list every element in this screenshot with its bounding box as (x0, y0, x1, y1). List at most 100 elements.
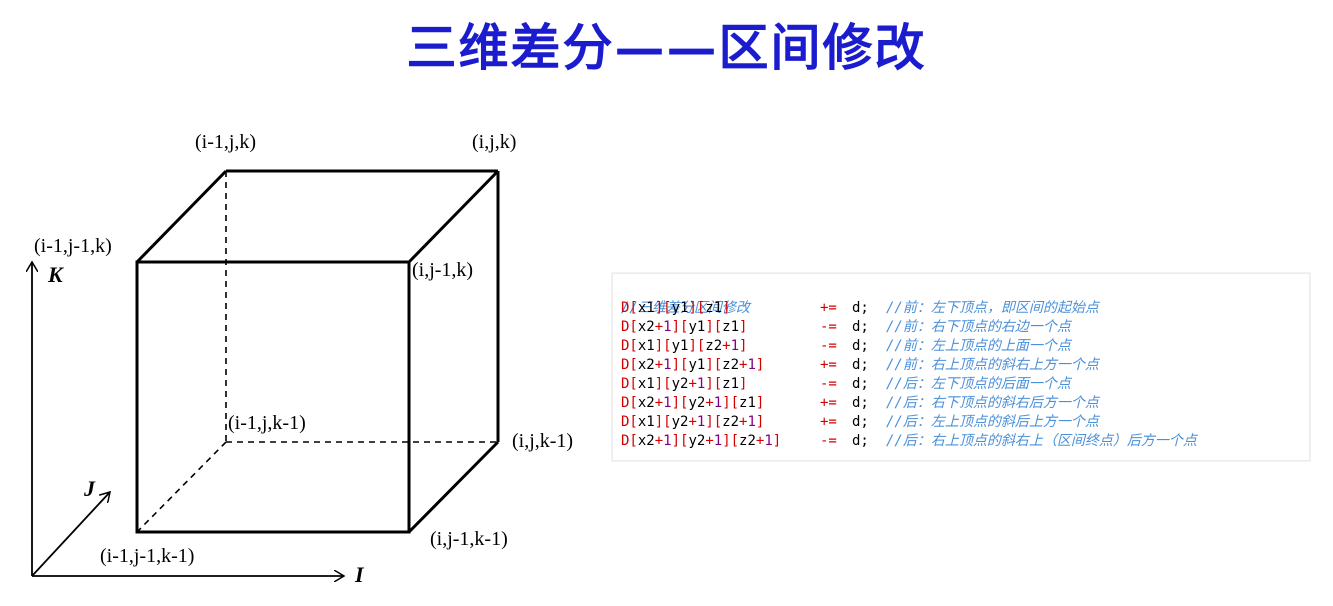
code-plus: + (654, 319, 664, 335)
code-index: y1 (688, 319, 706, 335)
code-comment: //后：左上顶点的斜后上方一个点 (886, 414, 1099, 430)
code-one: 1 (663, 433, 672, 449)
code-bracket: D[ (621, 338, 638, 354)
code-expression: D[x1][y1][z1] (621, 299, 731, 318)
code-operator: -= (820, 338, 837, 354)
code-index: x1 (637, 300, 655, 316)
vertex-label-bottom-front-right: (i,j-1,k-1) (430, 528, 508, 550)
code-bracket: ] (722, 300, 731, 316)
code-comment: //后：右下顶点的斜右后方一个点 (886, 395, 1099, 411)
code-delta: d; (852, 433, 869, 449)
code-plus: + (722, 338, 731, 354)
code-operator: -= (820, 433, 837, 449)
code-bracket: D[ (621, 357, 638, 373)
code-one: 1 (713, 395, 723, 411)
code-plus: + (739, 414, 748, 430)
code-one: 1 (663, 357, 672, 373)
code-plus: + (705, 433, 714, 449)
code-index: z1 (705, 300, 723, 316)
code-comment: //前：左上顶点的上面一个点 (886, 338, 1071, 354)
code-bracket: ][ (654, 300, 672, 316)
code-index: x2 (637, 319, 655, 335)
code-line: D[x2+1][y1][z2+1] += d; //前：右上顶点的斜右上方一个点 (613, 356, 1309, 375)
code-bracket: ][ (671, 433, 689, 449)
code-line: D[x2+1][y2+1][z2+1]-=d;//后：右上顶点的斜右上（区间终点… (613, 432, 1309, 451)
code-operator: -= (820, 376, 837, 392)
code-bracket: ][ (705, 376, 723, 392)
code-plus: + (705, 395, 714, 411)
cube-visible-edges (135, 169, 500, 534)
code-index: y2 (671, 376, 689, 392)
code-bracket: ] (755, 395, 765, 411)
code-line: D[x1][y1][z1] += d; //前：左下顶点，即区间的起始点 (613, 299, 1309, 318)
code-index: z2 (705, 338, 723, 354)
code-expression: D[x1][y2+1][z1] (621, 375, 747, 394)
code-one: 1 (747, 414, 756, 430)
code-delta: d; (852, 300, 869, 316)
code-bracket: ] (739, 338, 748, 354)
code-comment: //后：右上顶点的斜右上（区间终点）后方一个点 (886, 433, 1197, 449)
code-expression: D[x1][y2+1][z2+1] (621, 413, 764, 432)
code-bracket: D[ (621, 395, 638, 411)
k-axis-label: K (48, 262, 63, 287)
code-bracket: D[ (621, 300, 638, 316)
code-one: 1 (663, 395, 672, 411)
code-index: z2 (722, 414, 740, 430)
code-expression: D[x1][y1][z2+1] (621, 337, 747, 356)
code-delta: d; (852, 357, 869, 373)
code-expression: D[x2+1][y1][z1] (621, 318, 747, 337)
code-comment: //前：右上顶点的斜右上方一个点 (886, 357, 1099, 373)
vertex-label-top-front-right: (i,j-1,k) (412, 259, 474, 281)
code-line: D[x1][y2+1][z2+1]+=d;//后：左上顶点的斜后上方一个点 (613, 413, 1309, 432)
code-plus: + (654, 395, 664, 411)
code-bracket: ] (772, 433, 782, 449)
code-plus: + (654, 357, 664, 373)
code-operator: += (820, 395, 837, 411)
code-one: 1 (696, 376, 706, 392)
code-plus: + (688, 414, 697, 430)
code-plus: + (755, 433, 765, 449)
code-plus: + (739, 357, 748, 373)
code-bracket: ] (739, 319, 748, 335)
code-bracket: ][ (671, 357, 689, 373)
code-header-comment: //三维差分区间修改 (621, 300, 750, 316)
code-operator: += (820, 300, 837, 316)
code-index: x2 (637, 357, 655, 373)
code-index: z2 (722, 357, 740, 373)
code-comment: //前：左下顶点，即区间的起始点 (886, 300, 1099, 316)
code-expression: D[x2+1][y1][z2+1] (621, 356, 764, 375)
code-header-line: //三维差分区间修改 (613, 280, 1309, 316)
j-axis-label: J (84, 476, 95, 501)
code-index: x2 (637, 433, 655, 449)
code-index: y2 (671, 414, 689, 430)
code-expression: D[x2+1][y2+1][z1] (621, 394, 764, 413)
code-bracket: ][ (705, 319, 723, 335)
code-line: D[x1][y2+1][z1]-=d;//后：左下顶点的后面一个点 (613, 375, 1309, 394)
code-index: x2 (637, 395, 655, 411)
code-comment: //前：右下顶点的右边一个点 (886, 319, 1071, 335)
code-index: y1 (688, 357, 706, 373)
code-bracket: ][ (671, 395, 689, 411)
code-bracket: ][ (705, 357, 723, 373)
code-one: 1 (663, 319, 672, 335)
code-panel: //三维差分区间修改 D[x1][y1][z1]+=d;//前：左下顶点，即区间… (612, 273, 1310, 461)
code-delta: d; (852, 395, 869, 411)
code-index: x1 (637, 376, 655, 392)
code-bracket: ][ (722, 433, 740, 449)
vertex-label-top-front-left: (i-1,j-1,k) (34, 235, 112, 257)
code-bracket: ][ (654, 414, 672, 430)
code-comment: //后：左下顶点的后面一个点 (886, 376, 1071, 392)
code-operator: += (820, 357, 837, 373)
code-one: 1 (730, 338, 740, 354)
code-bracket: ] (755, 414, 765, 430)
j-axis-arrow (31, 492, 110, 577)
code-bracket: ][ (688, 300, 706, 316)
code-operator: -= (820, 319, 837, 335)
code-index: y2 (688, 395, 706, 411)
code-index: z1 (739, 395, 756, 411)
code-index: z1 (722, 376, 740, 392)
code-bracket: ][ (705, 414, 723, 430)
code-bracket: ][ (654, 376, 672, 392)
code-one: 1 (747, 357, 756, 373)
